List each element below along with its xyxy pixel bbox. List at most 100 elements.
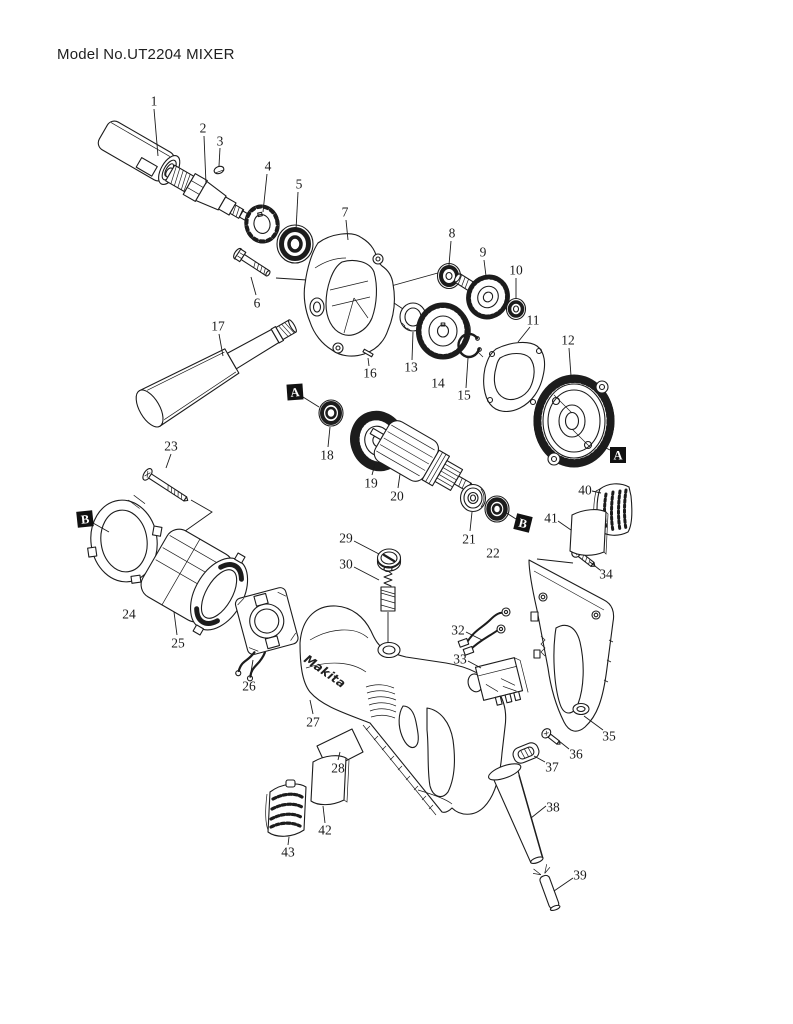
part-12-bearing-bracket: [533, 374, 615, 468]
svg-text:42: 42: [318, 823, 332, 838]
part-3-key: [213, 165, 225, 175]
part-27-motor-housing: Makita: [299, 605, 507, 816]
part-label-21: 21: [462, 511, 476, 547]
svg-text:22: 22: [486, 546, 500, 561]
part-label-1: 1: [151, 94, 159, 157]
part-16-pin: [362, 348, 374, 358]
svg-text:43: 43: [281, 845, 295, 860]
part-5-ball-bearing: [276, 224, 314, 264]
part-33-switch: [467, 657, 529, 706]
part-label-12: 12: [561, 333, 575, 377]
svg-text:15: 15: [457, 388, 471, 403]
part-label-29: 29: [339, 531, 380, 555]
part-15-retaining-ring: [457, 332, 484, 359]
part-label-24: 24: [122, 607, 136, 622]
svg-text:40: 40: [578, 483, 592, 498]
part-42-filter-plate: [310, 755, 350, 806]
part-label-27: 27: [306, 699, 320, 730]
part-label-10: 10: [509, 263, 523, 299]
part-label-9: 9: [480, 245, 487, 277]
part-7-gear-housing: [303, 233, 395, 357]
part-30-carbon-brush: [380, 565, 396, 612]
svg-text:13: 13: [404, 360, 418, 375]
part-label-18: 18: [320, 426, 334, 463]
part-label-37: 37: [533, 755, 559, 775]
svg-text:30: 30: [339, 557, 353, 572]
part-label-8: 8: [448, 226, 456, 266]
svg-text:33: 33: [453, 652, 467, 667]
part-label-32: 32: [451, 623, 483, 641]
part-2-spindle: [165, 164, 251, 222]
svg-text:4: 4: [265, 159, 272, 174]
part-35-handle-cover: [528, 559, 615, 732]
svg-text:20: 20: [390, 489, 404, 504]
svg-text:21: 21: [462, 532, 476, 547]
part-label-42: 42: [318, 805, 332, 838]
svg-text:34: 34: [599, 567, 613, 582]
svg-text:6: 6: [254, 296, 261, 311]
svg-text:11: 11: [527, 313, 540, 328]
part-20-armature: [369, 420, 479, 494]
svg-text:A: A: [290, 385, 300, 400]
part-label-34: 34: [589, 561, 613, 582]
part-label-6: 6: [250, 276, 261, 311]
svg-text:12: 12: [561, 333, 575, 348]
svg-text:3: 3: [217, 134, 224, 149]
part-32-lead-wires: [457, 607, 511, 656]
part-label-28: 28: [331, 751, 345, 776]
part-label-16: 16: [363, 357, 377, 381]
svg-text:35: 35: [602, 729, 616, 744]
section-marker-b: B: [76, 510, 110, 533]
part-36-screw: [541, 728, 561, 745]
svg-text:36: 36: [569, 747, 583, 762]
svg-text:41: 41: [544, 511, 558, 526]
part-label-36: 36: [558, 740, 583, 762]
part-label-19: 19: [364, 463, 378, 491]
part-label-7: 7: [342, 205, 349, 241]
part-23-screw: [142, 468, 189, 502]
part-label-39: 39: [553, 868, 587, 892]
part-label-35: 35: [583, 715, 616, 744]
part-29-brush-cap: [376, 548, 402, 572]
part-label-17: 17: [211, 319, 225, 357]
part-25-field-stator: [140, 528, 249, 636]
section-marker-a: A: [286, 383, 320, 408]
part-6-bolt: [233, 247, 271, 277]
part-24-baffle-plate: [87, 494, 163, 584]
part-label-38: 38: [530, 800, 560, 819]
svg-text:25: 25: [171, 636, 185, 651]
svg-text:B: B: [517, 516, 528, 532]
svg-text:39: 39: [573, 868, 587, 883]
part-label-5: 5: [295, 177, 303, 231]
svg-text:B: B: [80, 512, 90, 527]
part-4-lock-nut: [244, 204, 280, 244]
part-label-43: 43: [281, 836, 295, 860]
part-14-gear: [415, 302, 471, 360]
part-label-2: 2: [200, 121, 207, 185]
svg-text:5: 5: [296, 177, 303, 192]
svg-text:38: 38: [546, 800, 560, 815]
svg-text:9: 9: [480, 245, 487, 260]
section-marker-b: B: [504, 511, 533, 533]
svg-text:18: 18: [320, 448, 334, 463]
svg-text:23: 23: [164, 439, 178, 454]
page-title: Model No.UT2204 MIXER: [57, 46, 235, 63]
part-label-41: 41: [544, 511, 572, 531]
part-43-vent-grill: [265, 779, 307, 837]
svg-text:A: A: [613, 449, 622, 463]
svg-text:26: 26: [242, 679, 256, 694]
svg-text:7: 7: [342, 205, 349, 220]
svg-text:10: 10: [509, 263, 523, 278]
svg-text:19: 19: [364, 476, 378, 491]
part-11-gasket: [483, 341, 546, 413]
part-label-4: 4: [262, 159, 272, 213]
part-label-33: 33: [453, 652, 482, 669]
part-17-side-handle: [135, 319, 297, 428]
part-number-labels: 1234567891011121314151617181920212223242…: [76, 94, 626, 892]
part-label-13: 13: [404, 331, 418, 375]
svg-text:29: 29: [339, 531, 353, 546]
part-label-26: 26: [242, 659, 256, 694]
part-41-filter-plate: [569, 509, 609, 556]
part-label-3: 3: [217, 134, 224, 167]
